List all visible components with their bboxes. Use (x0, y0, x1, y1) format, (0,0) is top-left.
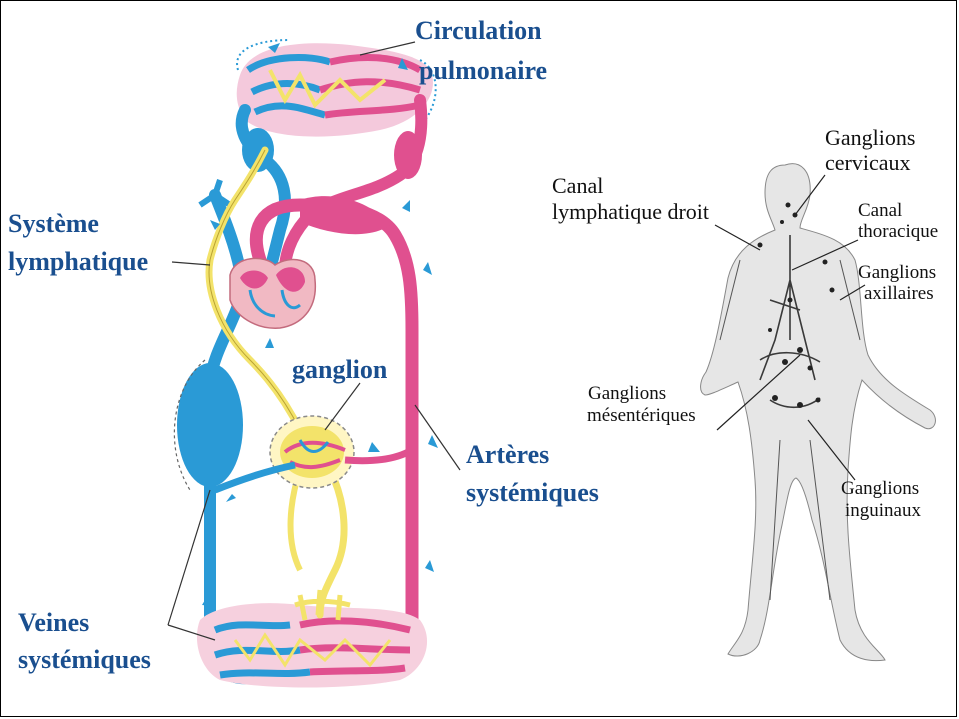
lymph-system-label-line2: lymphatique (8, 247, 148, 277)
mesenteric-label-line2: mésentériques (587, 405, 696, 426)
veins-label-line1: Veines (18, 608, 89, 638)
aorta-bulb (300, 196, 390, 234)
inguinal-label-line1: Ganglions (841, 478, 919, 499)
inguinal-label-line2: inguinaux (845, 500, 921, 521)
pulmonary-label-line2: pulmonaire (419, 56, 547, 86)
axillary-label-line1: Ganglions (858, 262, 936, 283)
arteries-label-line2: systémiques (466, 478, 608, 508)
arteries-label-line1: Artères (466, 440, 549, 470)
cervical-label-line2: cervicaux (825, 150, 911, 175)
node-label: ganglion (292, 355, 387, 385)
pulmonary-artery-bulb (394, 131, 422, 179)
pulmonary-label-line1: Circulation (415, 16, 542, 46)
mesenteric-label-line1: Ganglions (588, 383, 666, 404)
heart (230, 258, 315, 328)
lymphatic-vessel-lower (320, 470, 344, 615)
pulmonary-capillary-bed (237, 40, 436, 137)
axillary-label-line2: axillaires (864, 283, 934, 304)
vein-reservoir (177, 363, 243, 487)
veins-label-line2: systémiques (18, 645, 151, 675)
cervical-label-line1: Ganglions (825, 125, 915, 150)
thoracic-label-line2: thoracique (858, 221, 957, 242)
right-duct-label-line1: Canal (552, 173, 603, 198)
thoracic-label-line1: Canal (858, 200, 902, 221)
lymph-system-label-line1: Système (8, 209, 99, 239)
right-duct-label-line2: lymphatique droit (552, 199, 709, 224)
systemic-capillary-bed (197, 590, 427, 688)
lymph-node (270, 416, 354, 488)
